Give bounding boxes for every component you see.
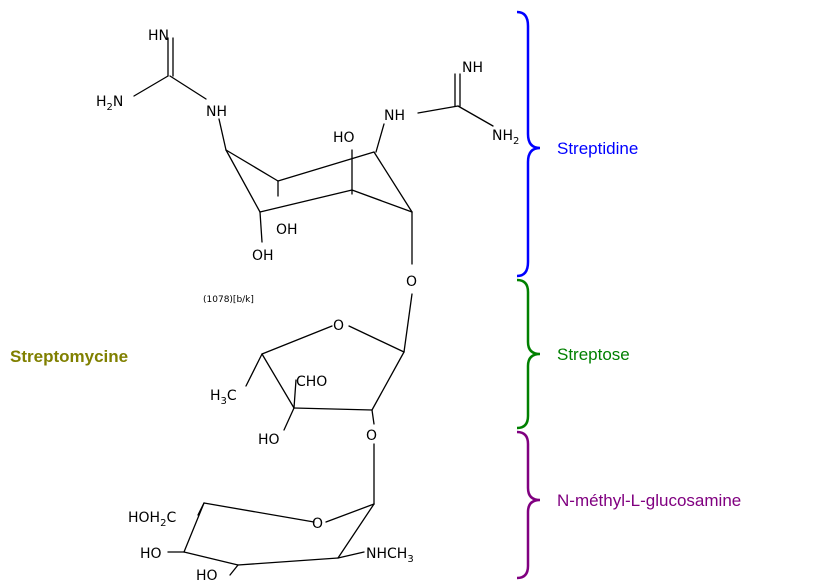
atom-ho-glc1: HO bbox=[140, 546, 162, 562]
brace-glucosamine bbox=[516, 430, 541, 580]
atom-nh-left: NH bbox=[206, 104, 227, 120]
atom-nhch3: NHCH3 bbox=[366, 546, 414, 565]
brace-streptidine bbox=[516, 10, 541, 278]
atom-nh2-right: NH2 bbox=[492, 128, 519, 147]
molecule-title: Streptomycine bbox=[10, 347, 128, 366]
atom-h3c: H3C bbox=[210, 388, 237, 407]
atom-hn-top: HN bbox=[148, 28, 169, 44]
atom-ho-top: HO bbox=[333, 130, 355, 146]
atom-ho-glc2: HO bbox=[196, 568, 218, 583]
glucosamine-bonds bbox=[167, 502, 375, 576]
atom-o-link1: O bbox=[406, 274, 417, 290]
streptose-bonds bbox=[245, 293, 413, 505]
section-label-glucosamine: N-méthyl-L-glucosamine bbox=[557, 491, 741, 510]
atom-o-link2: O bbox=[366, 428, 377, 444]
atom-labels: HN H2N NH NH NH NH2 HO OH OH O O H3C CHO… bbox=[96, 28, 519, 583]
atom-o-ring2: O bbox=[312, 516, 323, 532]
atom-o-ring: O bbox=[333, 318, 344, 334]
section-label-streptidine: Streptidine bbox=[557, 139, 638, 158]
section-label-streptose: Streptose bbox=[557, 345, 630, 364]
annotation-text: (1078)[b/k] bbox=[203, 295, 254, 305]
atom-nh-right: NH bbox=[384, 108, 405, 124]
atom-cho: CHO bbox=[296, 374, 327, 390]
atom-nh-right-top: NH bbox=[462, 60, 483, 76]
atom-oh-bottom: OH bbox=[252, 248, 274, 264]
atom-oh-mid: OH bbox=[276, 222, 298, 238]
atom-ho-streptose: HO bbox=[258, 432, 280, 448]
atom-hoh2c: HOH2C bbox=[128, 510, 176, 529]
atom-h2n-left: H2N bbox=[96, 94, 123, 113]
brace-streptose bbox=[516, 278, 541, 430]
streptidine-bonds bbox=[133, 37, 494, 265]
